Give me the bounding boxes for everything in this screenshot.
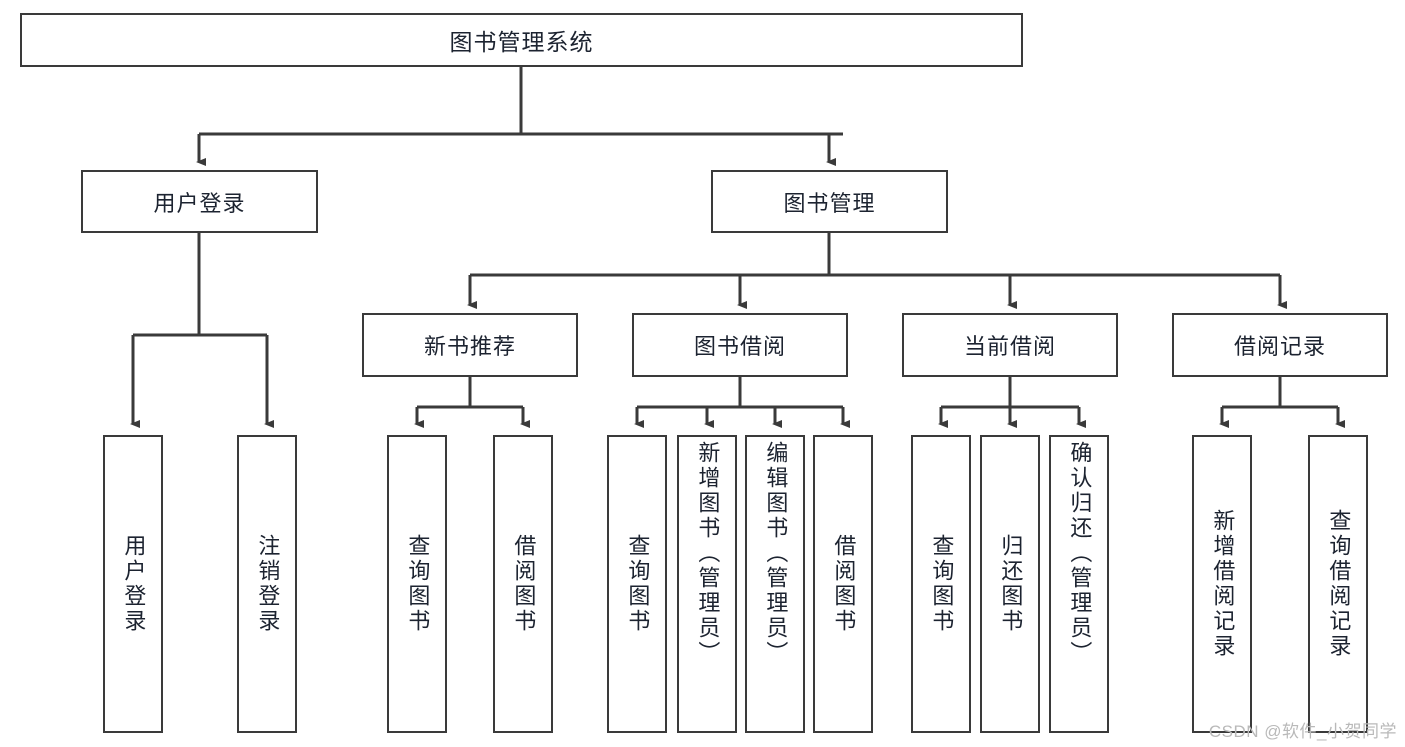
- node-user-login-label: 用户登录: [153, 190, 246, 216]
- watermark: CSDN @软件_小贺同学: [1208, 722, 1397, 741]
- leaf-return-book-label: 归还图书: [998, 534, 1024, 634]
- leaf-confirm-return-admin-label: 确认归还（管理员）: [1067, 441, 1093, 666]
- leaf-user-logout-label: 注销登录: [255, 534, 281, 634]
- node-book-management-label: 图书管理: [783, 190, 876, 216]
- leaf-add-book-admin-label: 新增图书（管理员）: [695, 441, 721, 666]
- leaf-borrow-book-recommend[interactable]: 借阅图书: [493, 435, 553, 733]
- leaf-query-book-borrow-label: 查询图书: [625, 534, 651, 634]
- leaf-query-book-recommend-label: 查询图书: [405, 534, 431, 634]
- leaf-query-book-borrow[interactable]: 查询图书: [607, 435, 667, 733]
- node-user-login[interactable]: 用户登录: [81, 170, 318, 233]
- leaf-confirm-return-admin[interactable]: 确认归还（管理员）: [1049, 435, 1109, 733]
- leaf-edit-book-admin[interactable]: 编辑图书（管理员）: [745, 435, 805, 733]
- leaf-user-logout[interactable]: 注销登录: [237, 435, 297, 733]
- node-borrow-record[interactable]: 借阅记录: [1172, 313, 1388, 377]
- leaf-borrow-book-label: 借阅图书: [831, 534, 857, 634]
- leaf-user-login-label: 用户登录: [121, 534, 147, 634]
- node-current-borrow-label: 当前借阅: [963, 334, 1056, 359]
- node-new-book-recommend-label: 新书推荐: [423, 334, 516, 359]
- node-current-borrow[interactable]: 当前借阅: [902, 313, 1118, 377]
- node-new-book-recommend[interactable]: 新书推荐: [362, 313, 578, 377]
- leaf-add-borrow-record-label: 新增借阅记录: [1210, 509, 1236, 659]
- node-book-borrow[interactable]: 图书借阅: [632, 313, 848, 377]
- leaf-query-borrow-record[interactable]: 查询借阅记录: [1308, 435, 1368, 733]
- leaf-edit-book-admin-label: 编辑图书（管理员）: [763, 441, 789, 666]
- leaf-add-book-admin[interactable]: 新增图书（管理员）: [677, 435, 737, 733]
- leaf-query-book-recommend[interactable]: 查询图书: [387, 435, 447, 733]
- leaf-query-borrow-record-label: 查询借阅记录: [1326, 509, 1352, 659]
- node-borrow-record-label: 借阅记录: [1233, 334, 1326, 359]
- leaf-query-book-current[interactable]: 查询图书: [911, 435, 971, 733]
- node-book-management[interactable]: 图书管理: [711, 170, 948, 233]
- node-root-label: 图书管理系统: [449, 29, 594, 55]
- leaf-add-borrow-record[interactable]: 新增借阅记录: [1192, 435, 1252, 733]
- leaf-borrow-book-recommend-label: 借阅图书: [511, 534, 537, 634]
- leaf-return-book[interactable]: 归还图书: [980, 435, 1040, 733]
- leaf-user-login[interactable]: 用户登录: [103, 435, 163, 733]
- leaf-borrow-book[interactable]: 借阅图书: [813, 435, 873, 733]
- node-root[interactable]: 图书管理系统: [20, 13, 1023, 67]
- leaf-query-book-current-label: 查询图书: [929, 534, 955, 634]
- node-book-borrow-label: 图书借阅: [693, 334, 786, 359]
